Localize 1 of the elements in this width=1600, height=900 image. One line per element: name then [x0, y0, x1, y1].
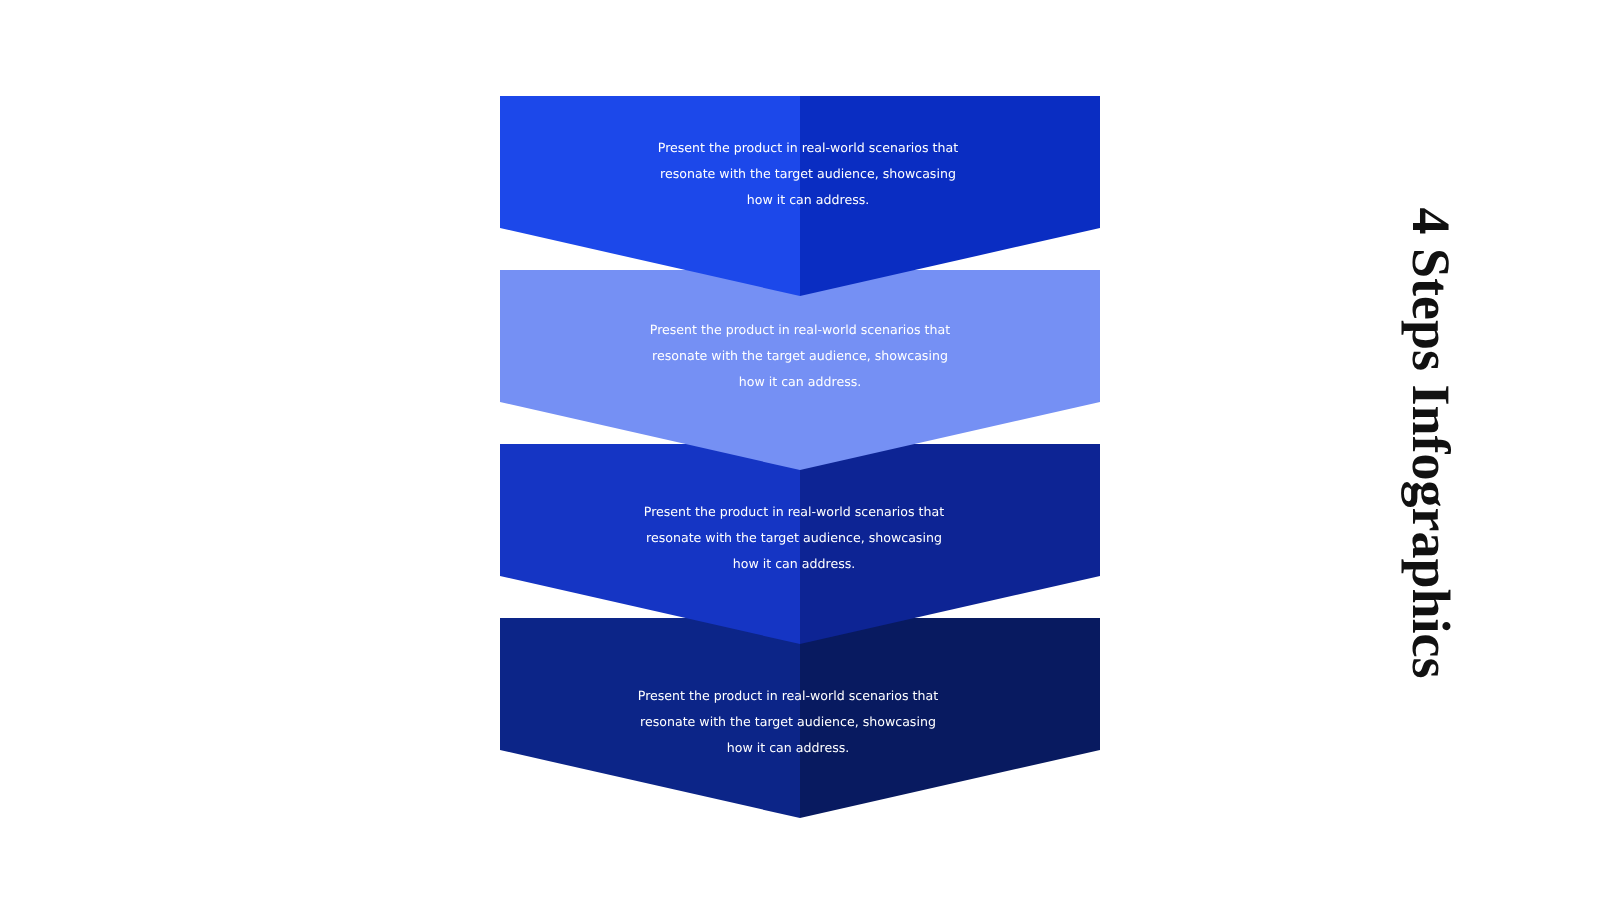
title: 4 Steps Infographics	[1399, 206, 1461, 678]
